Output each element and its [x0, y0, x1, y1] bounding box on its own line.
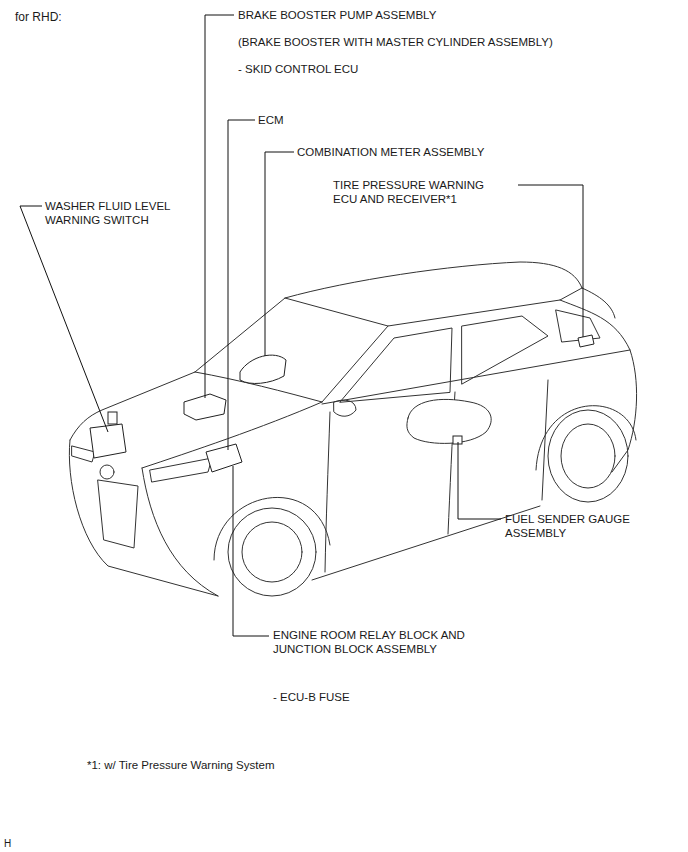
wheel — [561, 424, 615, 488]
door-line — [325, 412, 330, 572]
leader-line — [518, 185, 583, 337]
washer-tank — [90, 424, 126, 458]
tire-ecu — [578, 335, 594, 347]
part-label: H — [4, 837, 11, 851]
front-bumper — [69, 440, 218, 596]
spoiler-line — [582, 288, 615, 318]
wheel-arch — [214, 497, 330, 560]
part-label: COMBINATION METER ASSEMBLY — [297, 145, 484, 159]
combination-meter — [240, 355, 286, 383]
rear-window — [462, 316, 548, 384]
emblem — [100, 465, 114, 479]
part-label: TIRE PRESSURE WARNING ECU AND RECEIVER*1 — [333, 178, 501, 206]
part-label: (BRAKE BOOSTER WITH MASTER CYLINDER ASSE… — [238, 35, 553, 49]
relay-block — [206, 444, 242, 472]
part-label: FUEL SENDER GAUGE ASSEMBLY — [505, 512, 655, 540]
part-label: - SKID CONTROL ECU — [238, 62, 358, 76]
quarter-window — [556, 310, 600, 342]
a-pillar — [322, 326, 388, 402]
part-label: - ECU-B FUSE — [273, 690, 350, 704]
wheel — [228, 508, 316, 596]
part-label: BRAKE BOOSTER PUMP ASSEMBLY — [238, 8, 436, 22]
wheel — [242, 522, 302, 582]
leader-line — [265, 152, 294, 356]
leader-line — [458, 442, 501, 519]
headlight — [150, 458, 212, 482]
wheel — [548, 410, 628, 502]
leader-line — [228, 120, 255, 450]
rear-quarter — [560, 300, 637, 472]
leader-line — [233, 466, 269, 636]
part-label: ECM — [258, 113, 284, 127]
part-label: WASHER FLUID LEVEL WARNING SWITCH — [45, 199, 195, 227]
fuel-tank — [407, 399, 491, 443]
front-bumper — [142, 468, 218, 596]
part-label: ENGINE ROOM RELAY BLOCK AND JUNCTION BLO… — [273, 628, 503, 656]
washer-cap — [108, 412, 117, 424]
headlight — [72, 446, 95, 462]
part-label: *1: w/ Tire Pressure Warning System — [87, 758, 274, 772]
beltline — [322, 350, 630, 404]
grille — [98, 480, 138, 548]
roof-edge — [285, 288, 582, 326]
page-title: for RHD: — [15, 10, 62, 24]
leader-line — [205, 15, 234, 398]
leader-line — [20, 206, 108, 432]
mirror — [334, 400, 356, 416]
